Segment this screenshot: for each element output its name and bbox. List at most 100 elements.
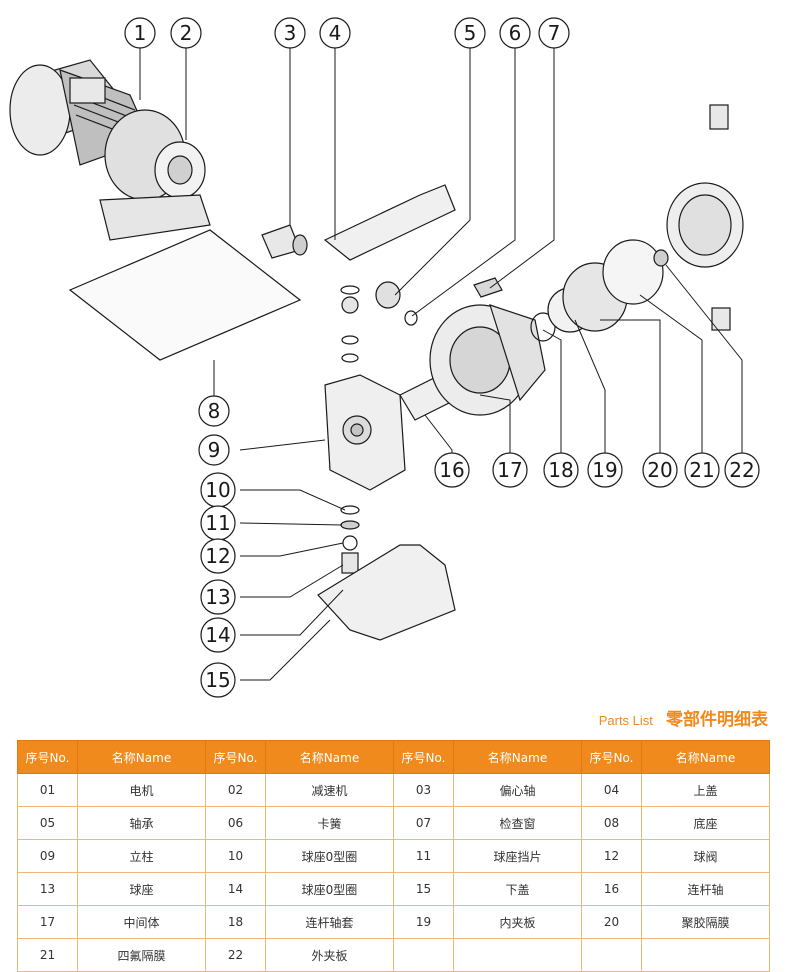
callout-1-label: 1 xyxy=(134,21,147,45)
callout-17: 17 xyxy=(492,452,528,488)
part-name: 下盖 xyxy=(453,872,582,906)
part-no: 14 xyxy=(205,872,266,906)
header-name: 名称Name xyxy=(453,740,582,774)
callout-20: 20 xyxy=(642,452,678,488)
callout-13: 13 xyxy=(200,579,236,615)
callout-18: 18 xyxy=(543,452,579,488)
header-no: 序号No. xyxy=(17,740,78,774)
part-no: 11 xyxy=(393,839,454,873)
part-no: 15 xyxy=(393,872,454,906)
part-name: 四氟隔膜 xyxy=(77,938,206,972)
callout-21-label: 21 xyxy=(689,458,714,482)
header-name: 名称Name xyxy=(265,740,394,774)
part-name: 球座 xyxy=(77,872,206,906)
callout-13-label: 13 xyxy=(205,585,230,609)
callout-22-label: 22 xyxy=(729,458,754,482)
callout-22: 22 xyxy=(724,452,760,488)
callout-16: 16 xyxy=(434,452,470,488)
callout-2: 2 xyxy=(170,17,202,49)
callout-12: 12 xyxy=(200,538,236,574)
callout-9: 9 xyxy=(198,434,230,466)
callout-7-label: 7 xyxy=(548,21,561,45)
part-name: 卡簧 xyxy=(265,806,394,840)
callout-9-label: 9 xyxy=(208,438,221,462)
callout-15: 15 xyxy=(200,662,236,698)
part-name: 上盖 xyxy=(641,773,770,807)
header-no: 序号No. xyxy=(393,740,454,774)
callout-2-label: 2 xyxy=(180,21,193,45)
outer-housing-part xyxy=(666,104,744,331)
callout-3-label: 3 xyxy=(284,21,297,45)
part-name: 检查窗 xyxy=(453,806,582,840)
callout-8-label: 8 xyxy=(208,399,221,423)
exploded-pump-diagram: 1 2 3 4 5 6 7 8 9 10 11 12 13 14 15 16 1… xyxy=(9,17,760,698)
title-english: Parts List xyxy=(598,713,653,728)
callout-8: 8 xyxy=(198,395,230,427)
part-name: 连杆轴套 xyxy=(265,905,394,939)
part-name: 立柱 xyxy=(77,839,206,873)
part-no: 07 xyxy=(393,806,454,840)
part-name: 球座挡片 xyxy=(453,839,582,873)
callout-10-label: 10 xyxy=(205,478,230,502)
callout-4-label: 4 xyxy=(329,21,342,45)
part-name: 内夹板 xyxy=(453,905,582,939)
part-no: 18 xyxy=(205,905,266,939)
eccentric-shaft-part xyxy=(261,224,308,259)
part-name: 聚胶隔膜 xyxy=(641,905,770,939)
callout-18-label: 18 xyxy=(548,458,573,482)
outer-plate-part xyxy=(653,249,669,267)
callout-1: 1 xyxy=(124,17,156,49)
part-no: 17 xyxy=(17,905,78,939)
table-header-row: 序号No. 名称Name 序号No. 名称Name 序号No. 名称Name 序… xyxy=(17,740,770,774)
part-no: 08 xyxy=(581,806,642,840)
part-no: 10 xyxy=(205,839,266,873)
part-no: 05 xyxy=(17,806,78,840)
callout-6-label: 6 xyxy=(509,21,522,45)
header-name: 名称Name xyxy=(641,740,770,774)
part-no xyxy=(393,938,454,972)
parts-list-title: Parts List 零部件明细表 xyxy=(0,705,768,735)
callout-15-label: 15 xyxy=(205,668,230,692)
reducer-part xyxy=(99,141,211,241)
part-name: 底座 xyxy=(641,806,770,840)
callout-5: 5 xyxy=(454,17,486,49)
callout-4: 4 xyxy=(319,17,351,49)
callout-19-label: 19 xyxy=(592,458,617,482)
part-name: 减速机 xyxy=(265,773,394,807)
part-no: 02 xyxy=(205,773,266,807)
part-name xyxy=(641,938,770,972)
base-plate-part xyxy=(68,229,302,361)
callout-21: 21 xyxy=(684,452,720,488)
part-no: 01 xyxy=(17,773,78,807)
header-name: 名称Name xyxy=(77,740,206,774)
part-name xyxy=(453,938,582,972)
part-name: 连杆轴 xyxy=(641,872,770,906)
middle-body-part xyxy=(429,304,546,416)
part-no: 22 xyxy=(205,938,266,972)
part-name: 中间体 xyxy=(77,905,206,939)
part-name: 轴承 xyxy=(77,806,206,840)
lower-cover-part xyxy=(317,544,456,641)
part-no: 06 xyxy=(205,806,266,840)
part-name: 偏心轴 xyxy=(453,773,582,807)
part-no: 16 xyxy=(581,872,642,906)
header-no: 序号No. xyxy=(205,740,266,774)
header-no: 序号No. xyxy=(581,740,642,774)
callout-14-label: 14 xyxy=(205,623,230,647)
part-no: 19 xyxy=(393,905,454,939)
callout-16-label: 16 xyxy=(439,458,464,482)
inspection-window-part xyxy=(473,277,503,298)
callout-3: 3 xyxy=(274,17,306,49)
part-name: 球阀 xyxy=(641,839,770,873)
part-no: 09 xyxy=(17,839,78,873)
circlip-part xyxy=(404,310,418,326)
part-name: 球座0型圈 xyxy=(265,872,394,906)
part-no: 03 xyxy=(393,773,454,807)
part-no: 04 xyxy=(581,773,642,807)
title-chinese: 零部件明细表 xyxy=(666,710,768,730)
